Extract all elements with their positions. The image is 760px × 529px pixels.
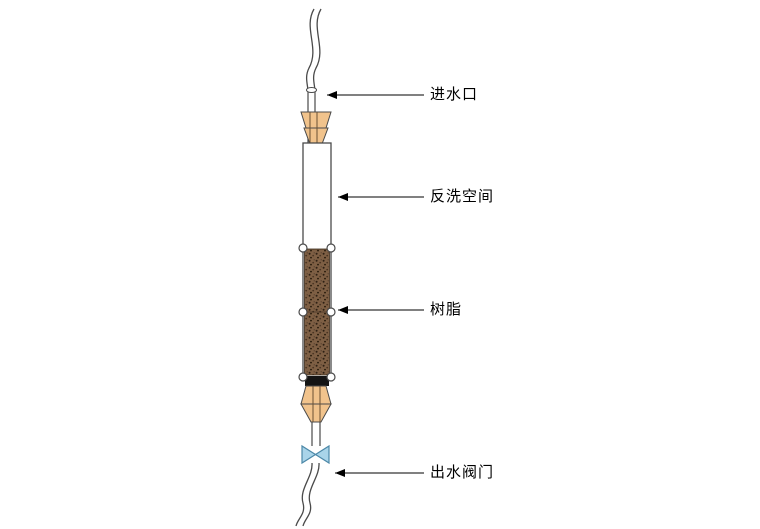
label-backwash-space: 反洗空间 [430, 189, 495, 205]
label-inlet: 进水口 [430, 87, 479, 103]
resin-bed [304, 248, 330, 376]
inlet-hose [305, 8, 322, 91]
label-resin: 树脂 [430, 302, 463, 318]
outlet-valve [301, 444, 330, 465]
frit-band [305, 376, 329, 386]
top-stopper [300, 111, 332, 145]
label-arrows [327, 91, 424, 477]
bottom-stopper [300, 385, 332, 423]
outlet-hose [295, 462, 320, 527]
joint-circles [298, 243, 336, 382]
outlet-tube [311, 422, 321, 446]
label-outlet-valve: 出水阀门 [430, 465, 495, 481]
